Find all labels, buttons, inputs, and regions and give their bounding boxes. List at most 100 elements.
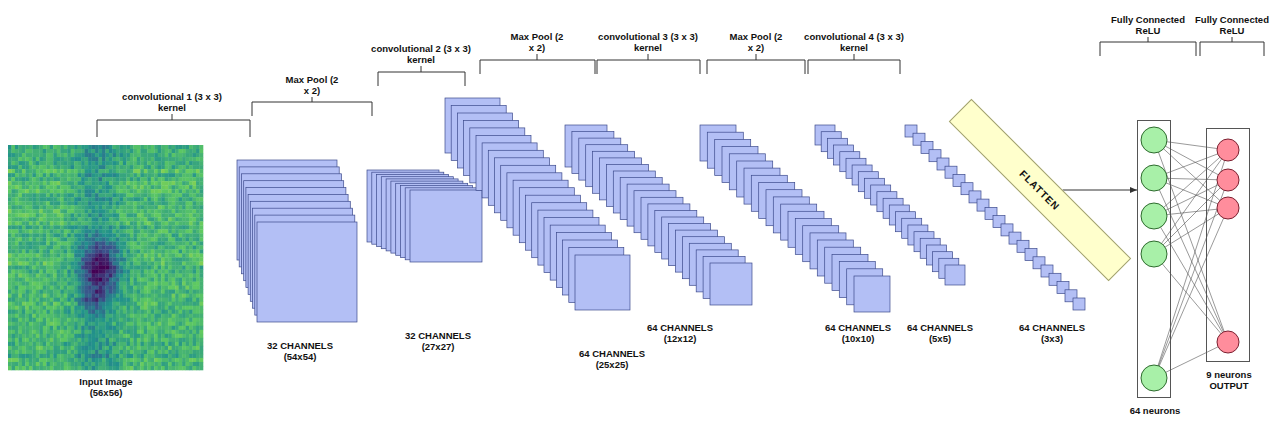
pixel (8, 197, 12, 201)
pixel (112, 225, 116, 229)
pixel (11, 185, 15, 189)
pixel (95, 185, 99, 189)
pixel (168, 237, 172, 241)
pixel (88, 266, 92, 270)
pixel (123, 169, 127, 173)
pixel (85, 185, 89, 189)
pixel (189, 177, 193, 181)
pixel (15, 217, 19, 221)
pixel (112, 221, 116, 225)
pixel (106, 249, 110, 253)
pixel (25, 233, 29, 237)
pixel (151, 274, 155, 278)
pixel (154, 185, 158, 189)
pixel (88, 149, 92, 153)
pixel (200, 245, 204, 249)
pixel (175, 270, 179, 274)
pixel (200, 197, 204, 201)
pixel (60, 145, 64, 149)
pixel (123, 282, 127, 286)
pixel (99, 221, 103, 225)
pixel (50, 177, 54, 181)
pixel (126, 225, 130, 229)
pixel (147, 270, 151, 274)
pixel (67, 181, 71, 185)
pixel (168, 189, 172, 193)
pixel (172, 169, 176, 173)
pixel (196, 181, 200, 185)
pixel (85, 278, 89, 282)
pixel (196, 241, 200, 245)
pixel (67, 153, 71, 157)
pixel (8, 278, 12, 282)
pixel (29, 201, 33, 205)
pixel (154, 209, 158, 213)
pixel (137, 221, 141, 225)
pixel (85, 286, 89, 290)
pixel (172, 225, 176, 229)
pixel (119, 221, 123, 225)
pixel (154, 282, 158, 286)
pixel (172, 278, 176, 282)
pixel (126, 213, 130, 217)
pixel (99, 181, 103, 185)
pixel (133, 233, 137, 237)
pixel (95, 181, 99, 185)
pixel (151, 282, 155, 286)
pixel (186, 225, 190, 229)
pixel (99, 274, 103, 278)
pixel (158, 213, 162, 217)
pixel (193, 149, 197, 153)
pixel (109, 173, 113, 177)
pixel (15, 245, 19, 249)
pixel (140, 241, 144, 245)
pixel (81, 149, 85, 153)
pixel (109, 197, 113, 201)
pixel (179, 274, 183, 278)
pixel (50, 161, 54, 165)
pixel (92, 237, 96, 241)
pixel (102, 153, 106, 157)
pixel (168, 205, 172, 209)
pixel (102, 145, 106, 149)
pixel (15, 145, 19, 149)
pixel (154, 245, 158, 249)
pixel (154, 258, 158, 262)
pixel (92, 157, 96, 161)
pixel (168, 245, 172, 249)
pixel (133, 189, 137, 193)
pixel (133, 201, 137, 205)
pixel (196, 149, 200, 153)
pixel (92, 193, 96, 197)
pixel (25, 209, 29, 213)
pixel (43, 249, 47, 253)
pixel (123, 229, 127, 233)
pixel (36, 286, 40, 290)
pixel (18, 177, 22, 181)
pixel (46, 201, 50, 205)
pixel (158, 241, 162, 245)
pixel (196, 249, 200, 253)
pixel (29, 185, 33, 189)
pixel (154, 157, 158, 161)
pixel (116, 266, 120, 270)
pixel (165, 217, 169, 221)
pixel (22, 189, 26, 193)
pixel (99, 278, 103, 282)
pixel (109, 278, 113, 282)
pixel (137, 177, 141, 181)
pixel (15, 173, 19, 177)
pixel (119, 197, 123, 201)
pixel (137, 165, 141, 169)
pixel (193, 237, 197, 241)
pixel (151, 185, 155, 189)
pixel (15, 153, 19, 157)
pixel (147, 282, 151, 286)
pixel (95, 169, 99, 173)
pixel (36, 149, 40, 153)
pixel (133, 245, 137, 249)
pixel (123, 286, 127, 290)
pixel (50, 193, 54, 197)
pixel (189, 217, 193, 221)
pixel (161, 189, 165, 193)
